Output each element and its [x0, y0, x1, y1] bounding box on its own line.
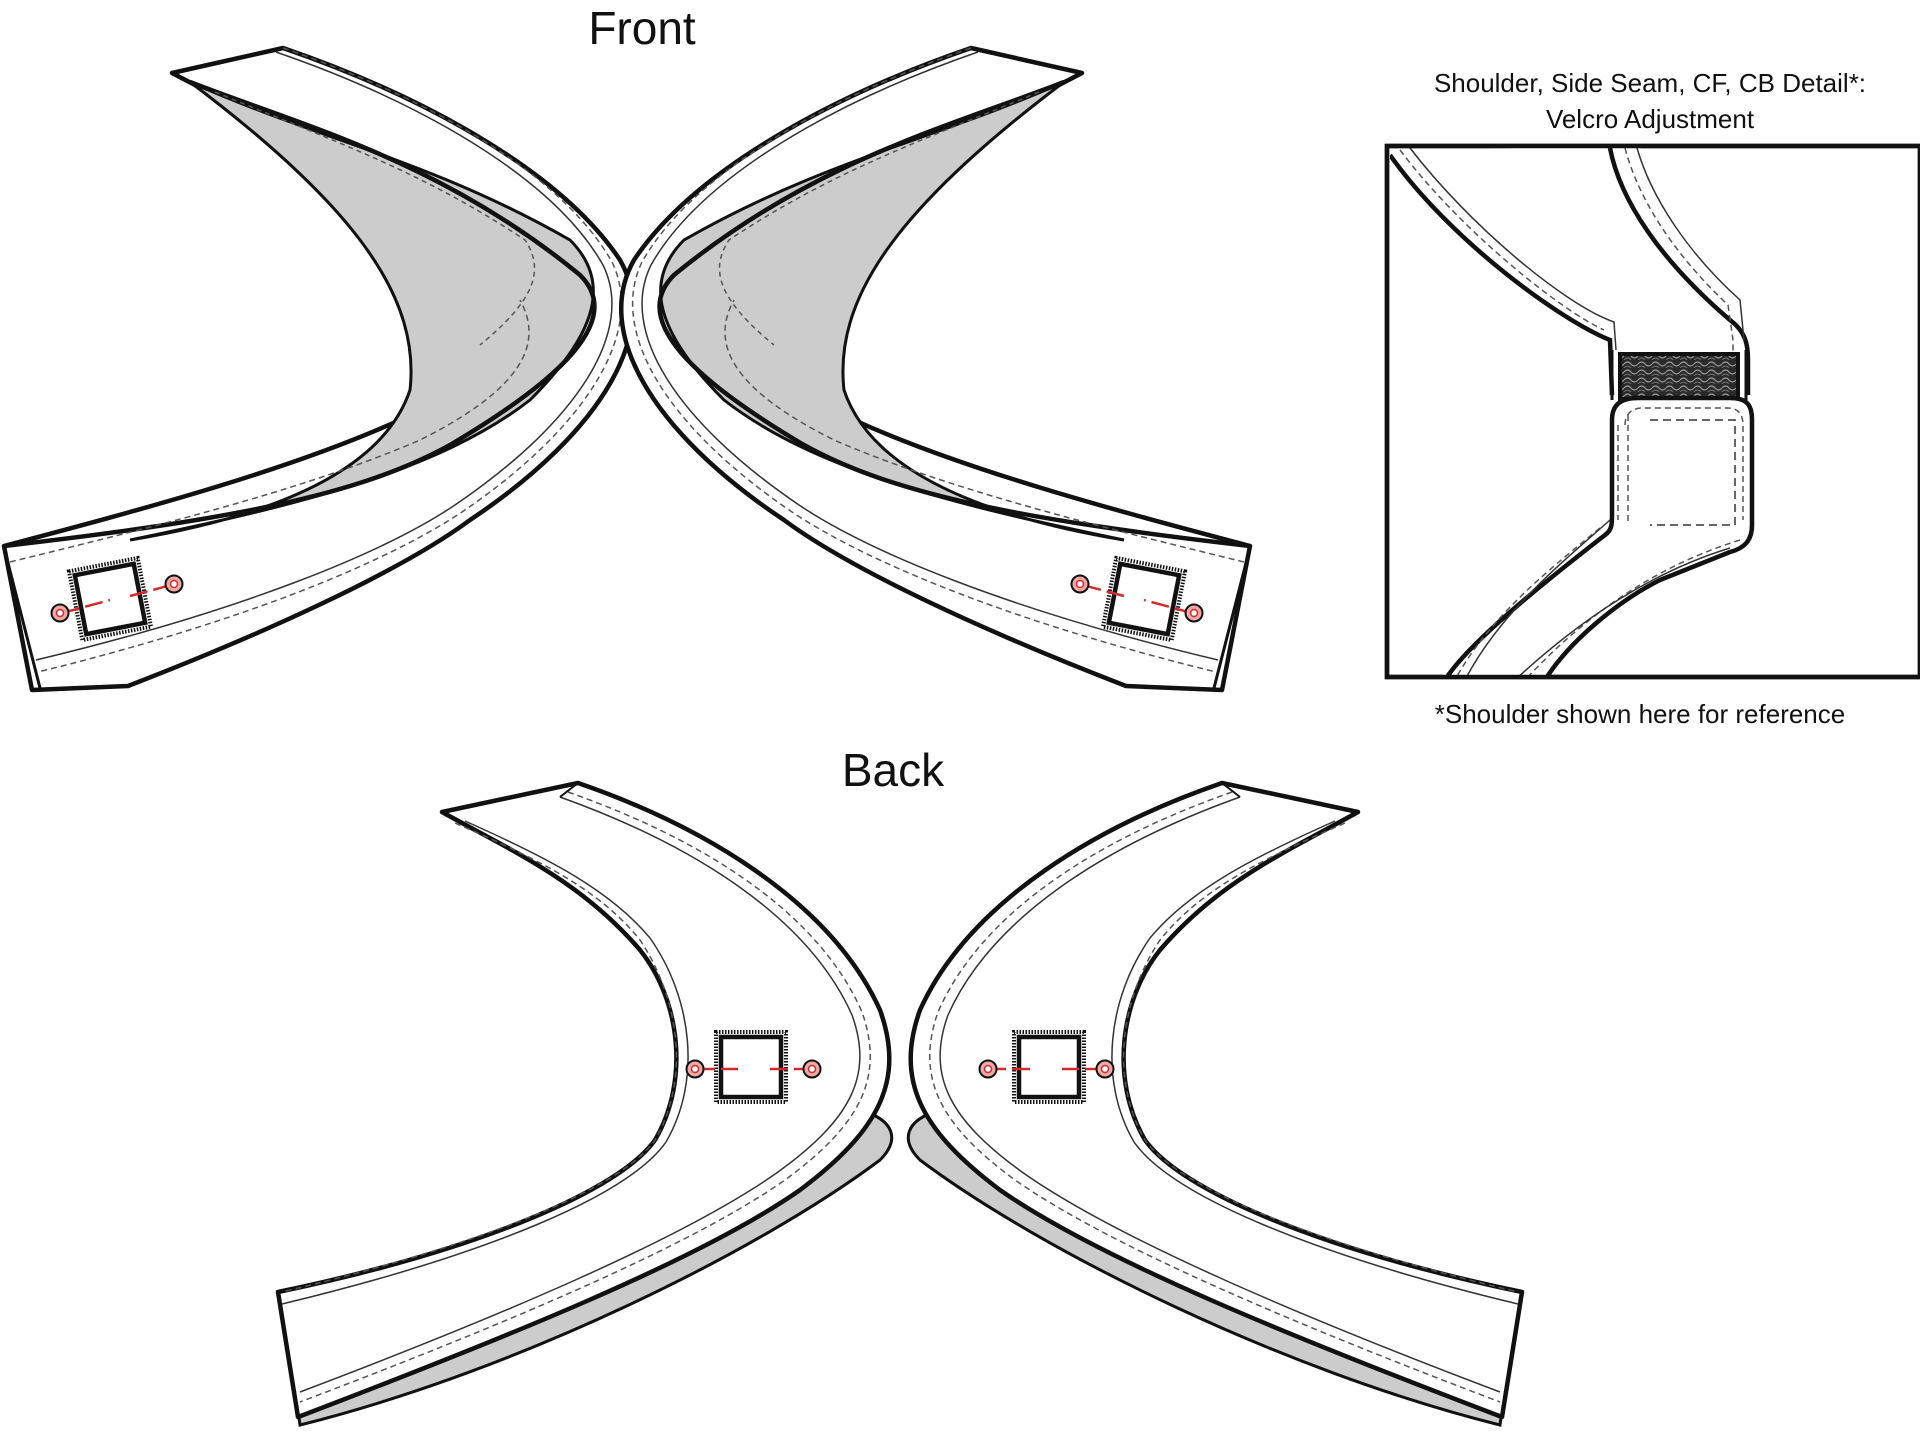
front-left-panel — [1, 45, 636, 693]
velcro-tab — [1443, 395, 1755, 678]
back-left-shell — [275, 780, 892, 1420]
square-eyelet-icon — [716, 1032, 786, 1102]
grommet-icon — [50, 603, 70, 623]
velcro-detail-panel — [1384, 143, 1920, 680]
back-right-panel — [906, 780, 1525, 1427]
back-left-panel — [275, 780, 894, 1427]
detail-title-line1: Shoulder, Side Seam, CF, CB Detail*: — [1434, 68, 1866, 98]
back-title: Back — [842, 744, 945, 796]
grommet-icon — [1184, 603, 1204, 623]
grommet-icon — [802, 1059, 822, 1079]
grommet-icon — [1070, 574, 1090, 594]
grommet-icon — [1095, 1059, 1115, 1079]
grommet-icon — [164, 574, 184, 594]
grommet-icon — [685, 1059, 705, 1079]
grommet-icon — [978, 1059, 998, 1079]
front-right-panel — [618, 45, 1253, 693]
detail-title-line2: Velcro Adjustment — [1546, 104, 1755, 134]
back-right-shell — [908, 780, 1525, 1420]
detail-footnote: *Shoulder shown here for reference — [1435, 699, 1845, 729]
velcro-hook-icon — [1618, 352, 1740, 401]
front-title: Front — [588, 2, 696, 54]
square-eyelet-icon — [1014, 1032, 1084, 1102]
